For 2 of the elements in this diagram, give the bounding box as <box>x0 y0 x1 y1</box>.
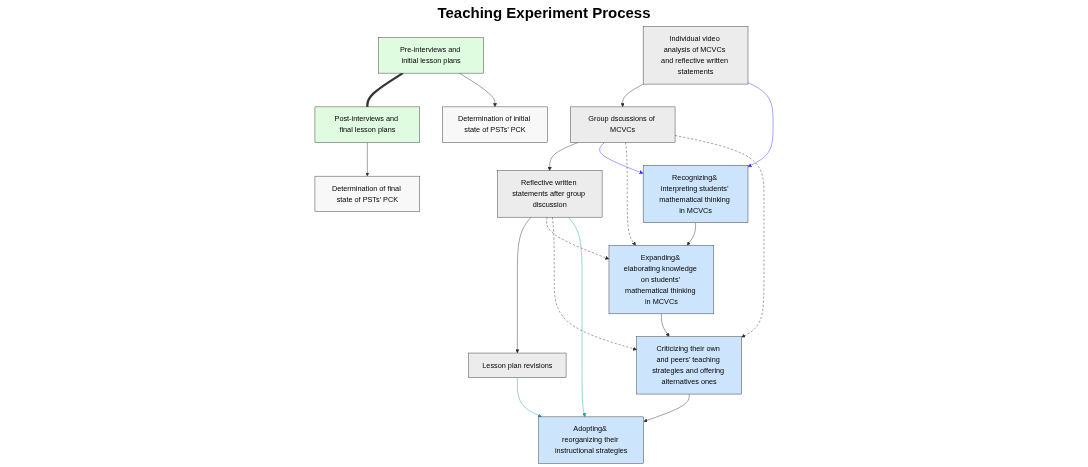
diagram-title: Teaching Experiment Process <box>437 4 651 21</box>
connector <box>366 72 404 107</box>
